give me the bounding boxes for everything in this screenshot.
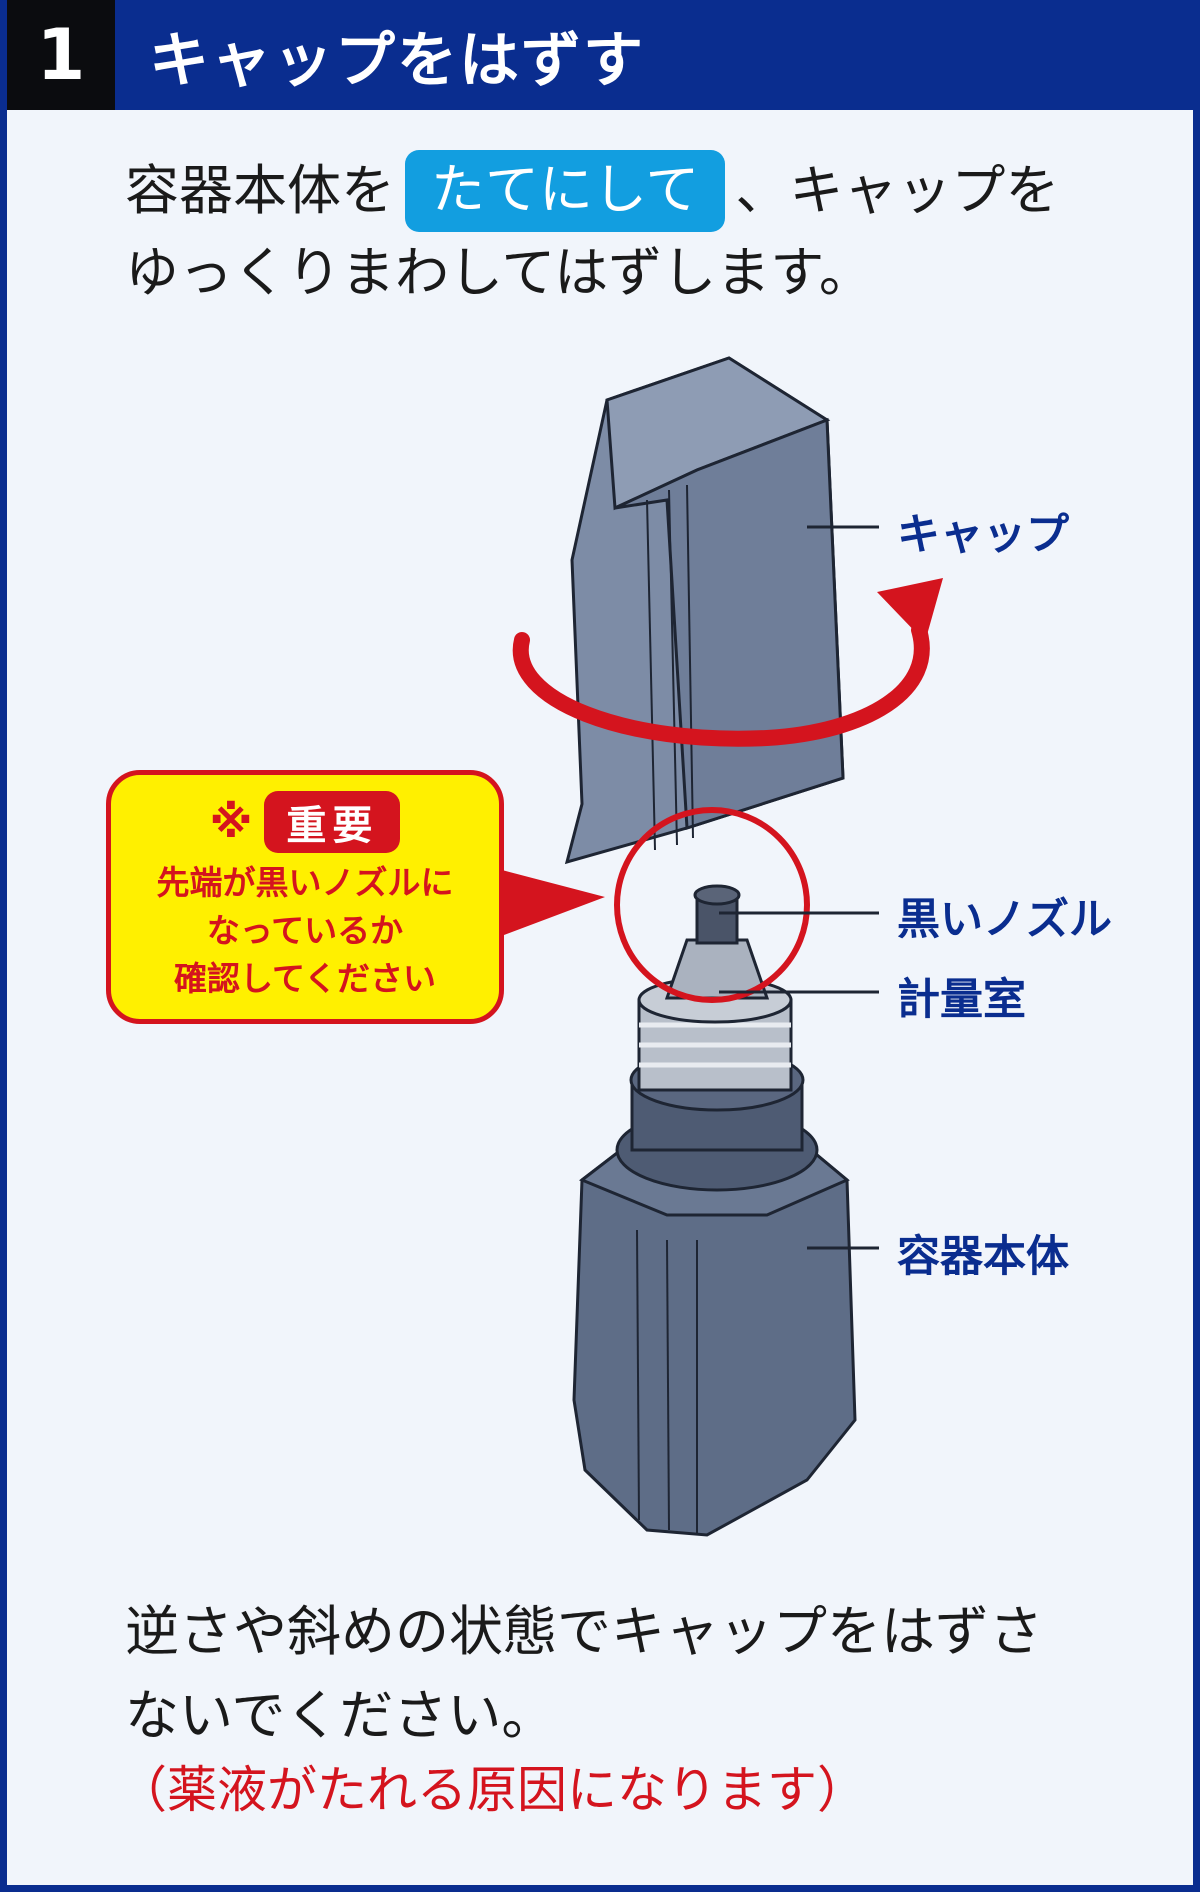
instruction-after: 、キャップを	[735, 159, 1060, 222]
instruction-highlight: たてにして	[405, 150, 726, 232]
callout-line-2: なっているか	[206, 911, 404, 950]
warning-line-2: ないでください。	[125, 1684, 556, 1747]
warning-text: 逆さや斜めの状態でキャップをはずさ ないでください。	[125, 1590, 1125, 1758]
label-cap: キャップ	[897, 510, 1069, 560]
label-chamber: 計量室	[897, 975, 1026, 1025]
cap-illustration	[564, 356, 845, 865]
step-title: キャップをはずす	[149, 25, 645, 96]
instruction-line-1: 容器本体をたてにして、キャップを	[125, 150, 1125, 232]
instruction-text: 容器本体をたてにして、キャップを ゆっくりまわしてはずします。	[125, 150, 1125, 314]
instruction-line-2: ゆっくりまわしてはずします。	[125, 241, 873, 304]
reference-mark-icon: ※	[209, 796, 253, 848]
step-header: 1 キャップをはずす	[7, 0, 1200, 110]
warning-note: （薬液がたれる原因になります）	[117, 1761, 867, 1819]
callout-line-1: 先端が黒いノズルに	[156, 863, 454, 902]
rotation-arrow-icon	[512, 578, 943, 747]
callout-pointer	[502, 870, 605, 935]
step-number: 1	[7, 0, 115, 110]
bottle-illustration	[502, 356, 943, 1537]
instruction-before: 容器本体を	[125, 159, 395, 222]
callout-heading: ※ 重要	[111, 791, 499, 853]
callout-line-3: 確認してください	[173, 959, 437, 998]
label-nozzle: 黒いノズル	[897, 895, 1112, 945]
important-callout: ※ 重要 先端が黒いノズルに なっているか 確認してください	[106, 770, 504, 1024]
label-body: 容器本体	[897, 1232, 1069, 1282]
highlight-circle	[614, 807, 810, 1003]
container-body-illustration	[572, 884, 857, 1537]
important-badge: 重要	[264, 791, 401, 853]
callout-body: 先端が黒いノズルに なっているか 確認してください	[111, 859, 499, 1003]
warning-line-1: 逆さや斜めの状態でキャップをはずさ	[125, 1600, 1043, 1663]
